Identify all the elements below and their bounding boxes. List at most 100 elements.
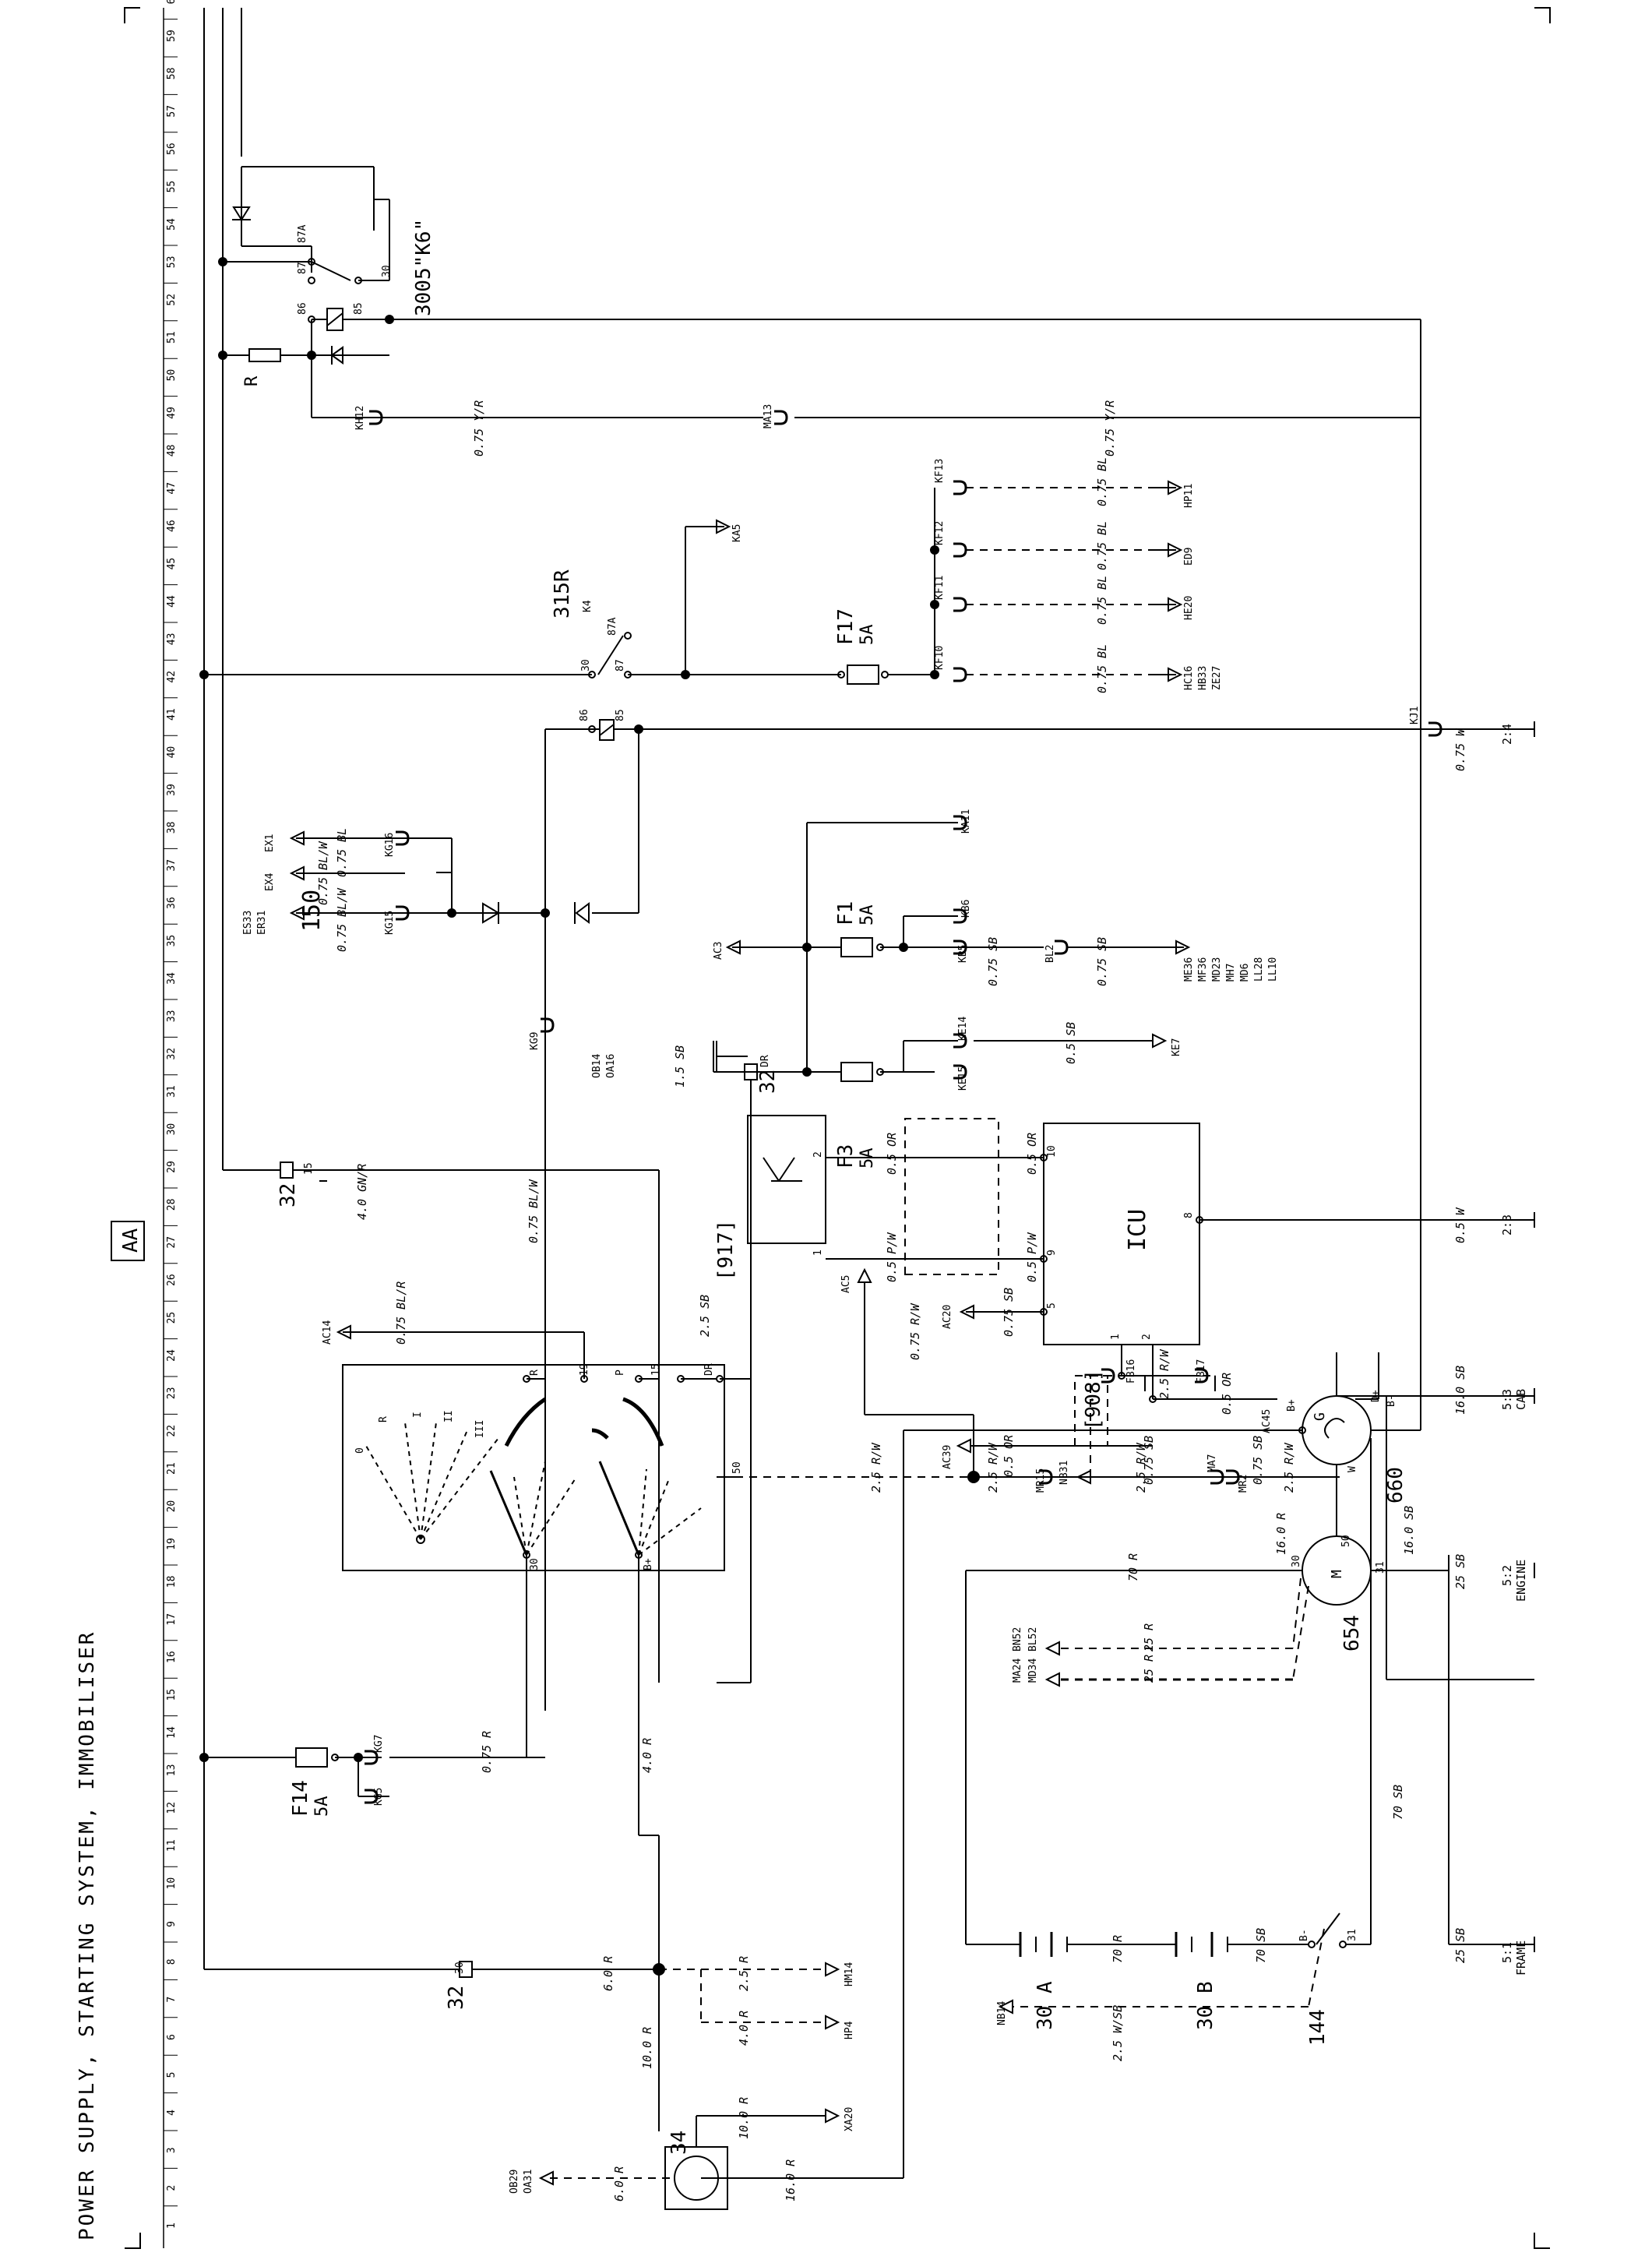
label-w-ac20: 0.75 SB xyxy=(1002,1288,1016,1337)
connector-mark xyxy=(953,908,967,924)
label-w-150-30: 4.0 R xyxy=(640,1738,654,1773)
label-654-30: 30 xyxy=(1291,1555,1302,1567)
label-150-pin-dr: DR xyxy=(703,1363,715,1376)
ruler-number: 37 xyxy=(166,859,178,872)
diode-network xyxy=(389,729,639,1711)
label-kg15: KG15 xyxy=(384,911,396,935)
label-fb17: FB17 xyxy=(1196,1359,1207,1384)
wire-or xyxy=(713,1041,779,1683)
label-icu-8: 8 xyxy=(1183,1212,1195,1218)
ruler-number: 33 xyxy=(166,1010,178,1023)
label-w-ke14: 0.5 SB xyxy=(1064,1022,1078,1064)
battery-30b xyxy=(1145,1932,1293,1957)
label-he20: HE20 xyxy=(1183,596,1195,620)
label-150-pin-19: 19 xyxy=(579,1363,590,1376)
label-w-hm14: 2.5 R xyxy=(737,1956,751,1991)
label-ke7: KE7 xyxy=(1171,1038,1182,1056)
label-ma13: MA13 xyxy=(763,404,774,428)
label-w-nb31a: 0.75 SB xyxy=(1142,1436,1156,1485)
connector-mark xyxy=(369,410,383,425)
diagram-title: POWER SUPPLY, STARTING SYSTEM, IMMOBILIS… xyxy=(76,1630,99,2240)
label-md34: MD34 xyxy=(1027,1659,1039,1683)
label-hp4: HP4 xyxy=(844,2021,855,2039)
ignition-switch-150 xyxy=(342,1331,974,1835)
wire-ka5 xyxy=(685,519,731,675)
label-315r-87: 87 xyxy=(615,659,626,672)
label-ob14: OB14 xyxy=(591,1054,603,1078)
label-ma7: MA7 xyxy=(1206,1454,1218,1472)
label-kg16: KG16 xyxy=(384,833,396,857)
label-w-70sb-b: 70 SB xyxy=(1254,1928,1268,1963)
wire-kh12-ma13 xyxy=(312,417,1421,729)
ruler-number: 34 xyxy=(166,972,178,985)
label-315r-k4: K4 xyxy=(582,600,594,612)
frame-corners xyxy=(124,7,1551,2249)
ruler-number: 47 xyxy=(166,482,178,495)
label-resistor: R xyxy=(242,375,262,386)
ruler-number: 14 xyxy=(166,1726,178,1739)
ruler-number: 24 xyxy=(166,1349,178,1362)
ruler-number: 50 xyxy=(166,369,178,382)
label-w-ac5: 0.75 R/W xyxy=(908,1302,922,1360)
label-144-bminus: B- xyxy=(1298,1929,1310,1941)
label-w-kg15b: 0.75 BL/W xyxy=(335,887,349,952)
wire-16sb xyxy=(1386,1395,1534,1680)
label-kb6: KB6 xyxy=(960,900,972,918)
label-ex1: EX1 xyxy=(264,834,276,852)
label-150-i: I xyxy=(412,1412,424,1418)
ruler-number: 31 xyxy=(166,1085,178,1098)
label-150-iii: III xyxy=(474,1420,486,1438)
ruler-number: 52 xyxy=(166,294,178,306)
ruler-number: 5 xyxy=(166,2072,178,2078)
fuse-f17-branch xyxy=(685,480,1183,685)
connector-mark xyxy=(365,1750,379,1765)
label-w-50b: 2.5 R/W xyxy=(986,1442,1000,1493)
label-32-or: 32 xyxy=(756,1070,780,1094)
wire-3005-kj1 xyxy=(1420,319,1534,730)
label-660: 660 xyxy=(1384,1467,1407,1503)
label-w-kg7: 0.75 R xyxy=(480,1731,494,1773)
connector-mark xyxy=(953,597,967,612)
label-3005-87a: 87A xyxy=(297,224,308,243)
label-me36: ME36 xyxy=(1183,957,1195,982)
label-660-dplus: D+ xyxy=(1370,1390,1382,1402)
ruler-number: 28 xyxy=(166,1199,178,1211)
label-w-25sb-eng: 25 SB xyxy=(1453,1554,1467,1589)
label-660-bplus: B+ xyxy=(1286,1399,1298,1412)
label-ll28: LL28 xyxy=(1253,957,1265,982)
label-ma24: MA24 xyxy=(1012,1659,1023,1683)
ruler-number: 56 xyxy=(166,143,178,155)
label-nb31: NB31 xyxy=(1058,1461,1070,1485)
label-ka11: KA11 xyxy=(960,809,972,834)
label-fb16: FB16 xyxy=(1125,1359,1137,1384)
ruler-number: 1 xyxy=(166,2223,178,2229)
starter-654 xyxy=(965,1477,1449,1944)
label-hm14: HM14 xyxy=(844,1962,855,1986)
label-150-pin-30: 30 xyxy=(529,1558,541,1570)
ruler-number: 59 xyxy=(166,30,178,42)
wire-fb16-fb17-solid xyxy=(1144,1376,1216,1391)
connector-marks xyxy=(365,410,1442,1804)
ruler-number: 54 xyxy=(166,218,178,231)
connector-mark xyxy=(541,1017,555,1033)
label-w-kf10: 0.75 BL xyxy=(1095,644,1109,693)
ruler-number: 16 xyxy=(166,1651,178,1663)
label-150-ii: II xyxy=(443,1410,455,1422)
label-mf36: MF36 xyxy=(1197,957,1209,982)
label-sheet-5-3: 5:3 xyxy=(1500,1389,1514,1410)
label-w-fb: 2.5 R/W xyxy=(1157,1348,1171,1399)
label-mr15: MR15 xyxy=(1035,1468,1047,1493)
connector-mark xyxy=(1101,1368,1115,1384)
ruler-number: 25 xyxy=(166,1312,178,1324)
ruler-number: 53 xyxy=(166,256,178,269)
label-w-bl2: 0.75 SB xyxy=(1095,937,1109,986)
label-w-70sb-a: 70 SB xyxy=(1391,1785,1405,1820)
label-sheet-5-2: 5:2 xyxy=(1500,1565,1514,1586)
label-cab: CAB xyxy=(1514,1389,1528,1410)
ruler-number: 7 xyxy=(166,1997,178,2003)
label-w-ac45: 0.5 OR xyxy=(1220,1373,1234,1415)
label-315r-30: 30 xyxy=(580,659,592,672)
label-bn52: BN52 xyxy=(1012,1627,1023,1651)
label-w-10r-b: 10.0 R xyxy=(737,2097,751,2139)
label-150-pin-r: R xyxy=(529,1369,541,1376)
